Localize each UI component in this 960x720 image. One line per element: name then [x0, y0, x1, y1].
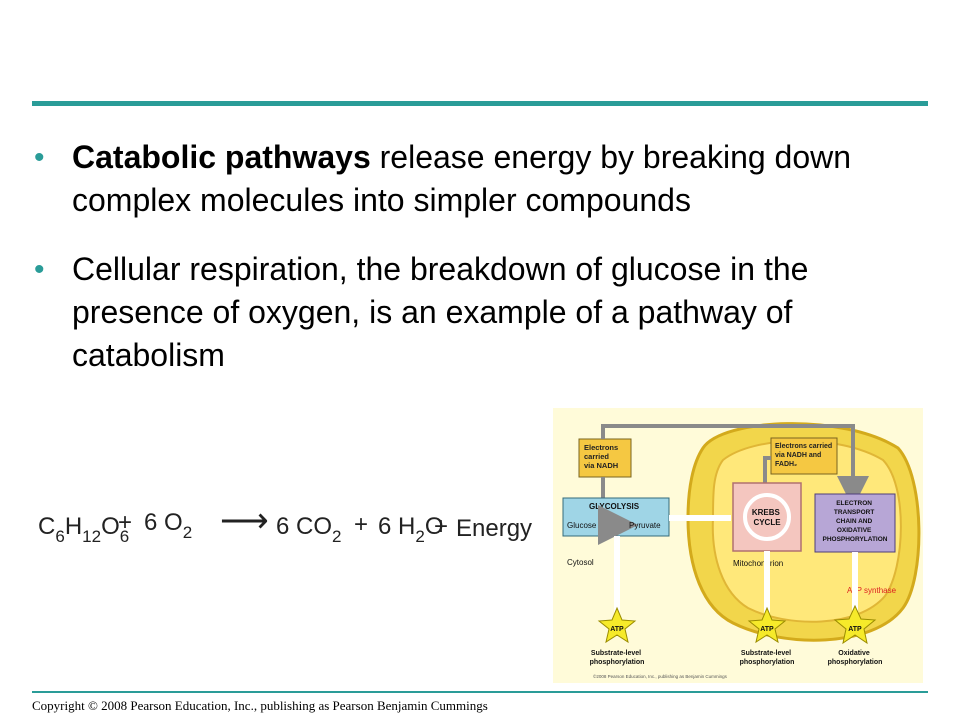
eq-sub: 12: [82, 527, 101, 546]
electrons-nadh-left-box: [578, 438, 632, 478]
electrons-nadh-fadh2-label: Electrons carried via NADH and FADH₂: [775, 443, 834, 468]
atp-label: ATP: [848, 626, 862, 633]
bullet-catabolic-pathways: • Catabolic pathways release energy by b…: [32, 136, 912, 222]
eq-plus-2: +: [354, 511, 368, 538]
eq-sub: 2: [415, 527, 424, 546]
svg-text:6 CO2: 6 CO2: [276, 513, 341, 546]
cellular-respiration-diagram: Electrons carried via NADH Electrons car…: [553, 408, 923, 683]
title-divider: [32, 101, 928, 106]
eq-energy: Energy: [456, 515, 532, 542]
eq-water-o: O: [425, 513, 444, 540]
substrate-level-label-2: Substrate-level phosphorylation: [740, 650, 795, 666]
electron-transport-chain-box: [814, 493, 896, 553]
bullet-dot: •: [34, 253, 45, 286]
svg-text:6 O2: 6 O2: [144, 509, 192, 542]
eq-sub: 2: [183, 523, 192, 542]
copyright-footer: Copyright © 2008 Pearson Education, Inc.…: [32, 698, 488, 713]
glucose-label: Glucose: [567, 521, 597, 530]
eq-sub: 6: [120, 527, 129, 546]
krebs-cycle-label: KREBS CYCLE: [752, 508, 782, 527]
atp-star-oxidative: [833, 604, 877, 645]
footer-divider: [32, 691, 928, 693]
oxidative-phosphorylation-label: Oxidative phosphorylation: [828, 650, 883, 666]
glycolysis-label: GLYCOLYSIS: [589, 502, 640, 511]
bullet-cellular-respiration: • Cellular respiration, the breakdown of…: [32, 248, 912, 377]
eq-arrow: ⟶: [220, 502, 269, 540]
eq-o: O: [101, 513, 120, 540]
respiration-equation: C6H12O6 + 6 O2 ⟶ 6 CO2 + 6 H2O + Energy: [38, 502, 532, 546]
atp-synthase-label: ATP synthase: [847, 586, 897, 595]
eq-plus-1: +: [118, 509, 132, 536]
eq-c: C: [38, 513, 55, 540]
eq-sub: 6: [55, 527, 64, 546]
diagram-copyright: ©2008 Pearson Education, Inc., publishin…: [593, 673, 728, 679]
bullet-text: Cellular respiration, the breakdown of g…: [72, 251, 809, 373]
electrons-nadh-left-label: Electrons carried via NADH: [584, 443, 620, 470]
eq-oxygen: 6 O: [144, 509, 183, 536]
cytosol-label: Cytosol: [567, 558, 594, 567]
eq-plus-3: +: [434, 513, 448, 540]
electron-transport-chain-label: ELECTRON TRANSPORT CHAIN AND OXIDATIVE P…: [822, 500, 887, 543]
eq-h: H: [65, 513, 82, 540]
pyruvate-label: Pyruvate: [629, 521, 661, 530]
mitochondrion-label: Mitochondrion: [733, 559, 783, 568]
bullet-bold-term: Catabolic pathways: [72, 139, 371, 175]
eq-water: 6 H: [378, 513, 415, 540]
svg-text:6 H2O: 6 H2O: [378, 513, 444, 546]
eq-co2: 6 CO: [276, 513, 332, 540]
svg-text:C6H12O6: C6H12O6: [38, 513, 129, 546]
atp-label: ATP: [610, 626, 624, 633]
electron-flow-arrow-top: [601, 424, 869, 508]
atp-star-glycolysis: [597, 606, 637, 644]
bullet-list: • Catabolic pathways release energy by b…: [32, 136, 912, 403]
electrons-nadh-fadh2-box: [770, 437, 838, 475]
atp-star-krebs: [747, 606, 787, 644]
substrate-level-label-1: Substrate-level phosphorylation: [590, 650, 645, 666]
krebs-cycle-icon: [743, 493, 791, 541]
bullet-text: release energy by breaking down complex …: [72, 139, 852, 218]
atp-label: ATP: [760, 626, 774, 633]
bullet-dot: •: [34, 141, 45, 174]
eq-sub: 2: [332, 527, 341, 546]
